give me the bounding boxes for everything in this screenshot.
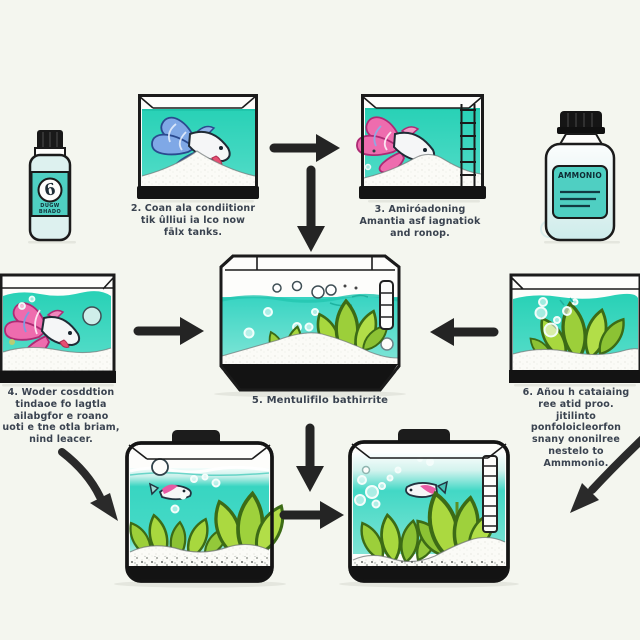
bubble bbox=[82, 306, 102, 326]
flow-arrow-curved-left-icon bbox=[58, 448, 118, 521]
bubbles bbox=[18, 295, 36, 310]
flow-arrow-curved-right-icon bbox=[570, 435, 640, 513]
conditioner-bottle-label-text: DUGW BHADO bbox=[38, 203, 62, 215]
caption-step-5: 5. Mentulifilo bathirrite bbox=[251, 395, 389, 406]
thermometer-icon bbox=[482, 455, 498, 533]
ladder-icon bbox=[460, 104, 476, 186]
caption-step-2: 2. Coan ala condiitionr tik ûlliui ia lc… bbox=[130, 203, 256, 238]
label-text-lines bbox=[560, 190, 600, 208]
bubbles bbox=[534, 297, 579, 338]
conditioner-bottle-logo: 6 bbox=[42, 179, 58, 200]
flow-arrow-down-bottom-icon bbox=[296, 423, 324, 492]
small-fish-icon bbox=[405, 480, 448, 498]
ammonia-bottle-label-title: AMMONIO bbox=[558, 171, 602, 180]
tank-top-right bbox=[356, 94, 486, 199]
surface-bubbles bbox=[272, 280, 337, 299]
bottle-logo-circle bbox=[37, 177, 63, 203]
flow-arrow-right-midleft-icon bbox=[133, 317, 204, 345]
caption-step-3: 3. Amiróadoning Amantia asf iagnatiok an… bbox=[359, 204, 481, 239]
tank-bottom-left bbox=[123, 430, 292, 583]
tank-center bbox=[219, 254, 401, 392]
thermometer-icon bbox=[379, 280, 394, 330]
caption-step-4: 4. Woder cosddtion tindaoe fo lagtla ail… bbox=[2, 387, 120, 446]
flow-arrow-down-center-icon bbox=[297, 165, 325, 252]
flow-arrow-right-top-icon bbox=[269, 134, 340, 162]
flow-arrow-right-bottom-icon bbox=[279, 501, 344, 529]
flow-arrow-left-midright-icon bbox=[430, 318, 499, 346]
bottle-conditioner bbox=[28, 130, 72, 242]
tank-mid-left bbox=[0, 273, 116, 383]
tank-top-left bbox=[137, 94, 259, 199]
bottle-ammonia bbox=[544, 111, 616, 242]
betta-fish-pink-icon bbox=[4, 302, 81, 357]
tank-bottom-right bbox=[348, 429, 510, 583]
caption-step-6: 6. Añou h cataiaing ree atid proo. jitil… bbox=[522, 387, 630, 469]
snail-dot bbox=[9, 339, 15, 345]
bubble bbox=[151, 458, 169, 476]
tank-mid-right bbox=[509, 273, 640, 383]
bubbles bbox=[170, 473, 221, 514]
bubble bbox=[364, 163, 372, 171]
